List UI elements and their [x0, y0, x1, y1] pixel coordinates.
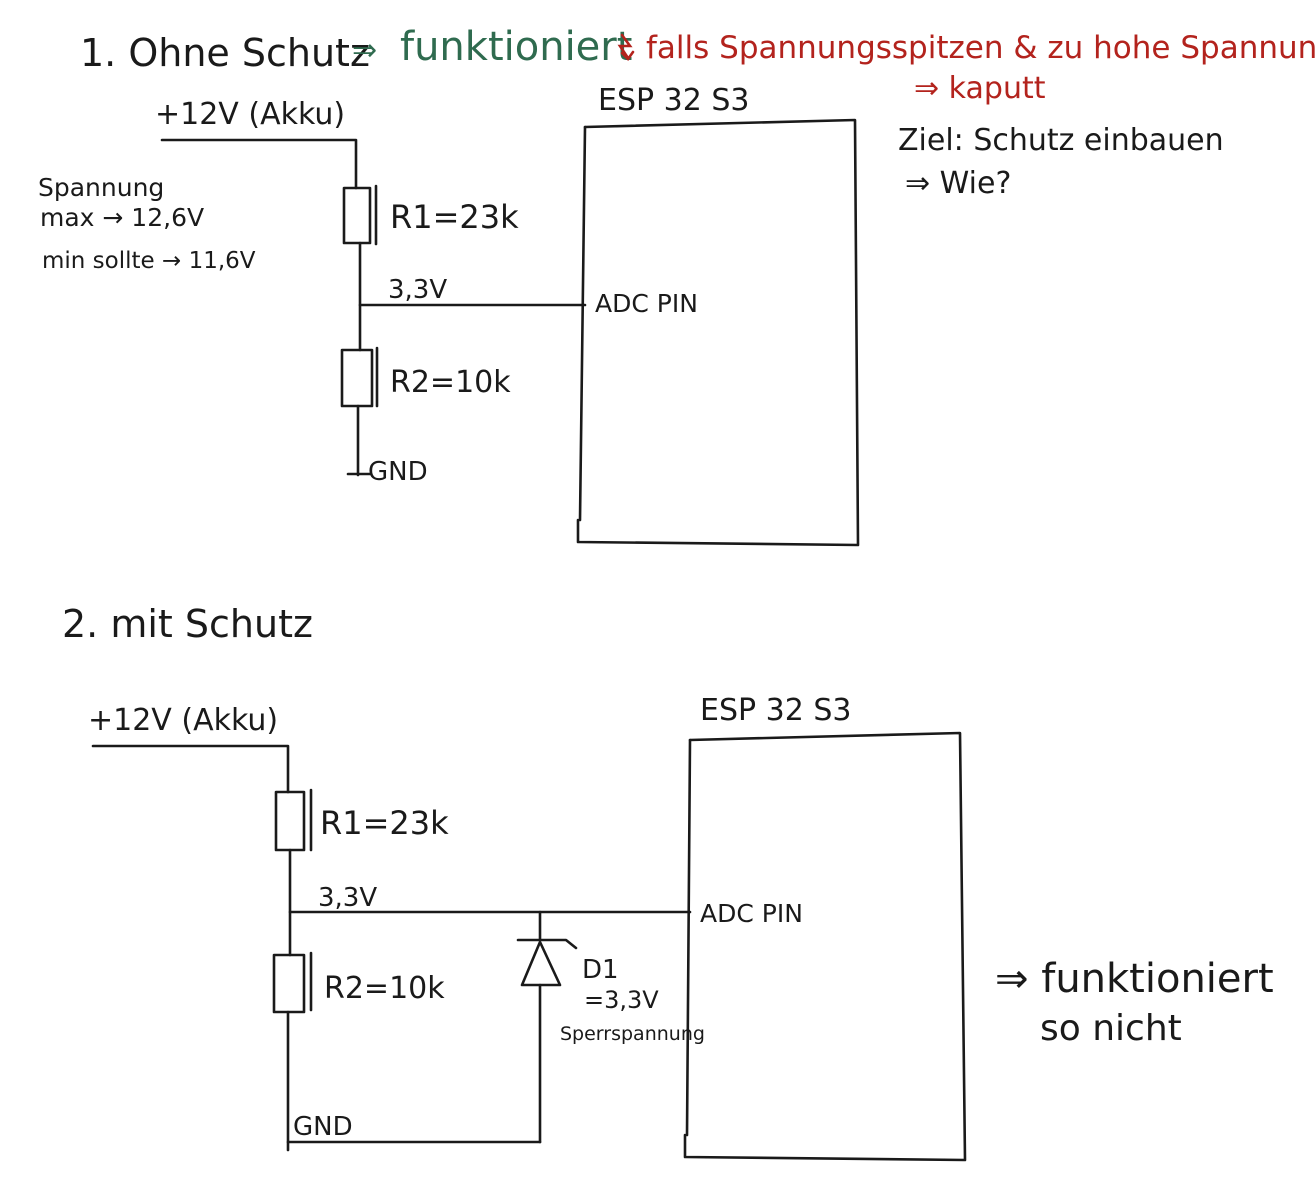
- lightning-icon: [617, 33, 635, 62]
- section2-r1-resistor: [274, 788, 313, 852]
- section1-wiring: [160, 138, 587, 477]
- section1-voltage-notes: Spannung max → 12,6V min sollte → 11,6V: [38, 173, 256, 274]
- notes-line2: max → 12,6V: [40, 203, 204, 232]
- section1-mcu-box: [576, 118, 860, 547]
- section2-node-voltage: 3,3V: [318, 883, 377, 913]
- section1-supply-label: +12V (Akku): [155, 97, 345, 132]
- section1-adc-pin-label: ADC PIN: [595, 289, 698, 318]
- section1-r1-resistor: [342, 184, 378, 246]
- section1-r1-label: R1=23k: [390, 198, 519, 236]
- diode-note: Sperrspannung: [560, 1023, 705, 1045]
- section2-r1-label: R1=23k: [320, 804, 449, 842]
- section2-wiring: [91, 744, 692, 1152]
- section1-node-voltage: 3,3V: [388, 275, 447, 305]
- verdict-line2: so nicht: [1040, 1008, 1182, 1049]
- section1-how: ⇒ Wie?: [905, 166, 1011, 201]
- section1-mcu-label: ESP 32 S3: [598, 83, 749, 118]
- zener-diode-icon: [516, 938, 578, 987]
- notes-line3: min sollte → 11,6V: [42, 248, 256, 274]
- section2-r2-label: R2=10k: [324, 971, 445, 1006]
- section1-broken: ⇒ kaputt: [914, 71, 1046, 106]
- verdict-line1: ⇒ funktioniert: [995, 956, 1274, 1002]
- section2-r2-resistor: [272, 951, 313, 1014]
- diode-value: =3,3V: [584, 986, 659, 1014]
- section1-works-label: funktioniert: [400, 24, 632, 70]
- section1-r2-resistor: [340, 346, 379, 408]
- section2-supply-label: +12V (Akku): [88, 703, 278, 738]
- section2-adc-pin-label: ADC PIN: [700, 899, 803, 928]
- section1-goal: Ziel: Schutz einbauen: [898, 123, 1224, 158]
- section2-mcu-box: [683, 731, 967, 1162]
- section1-r2-label: R2=10k: [390, 365, 511, 400]
- section1-heading: 1. Ohne Schutz: [80, 31, 370, 75]
- section1-warning: falls Spannungsspitzen & zu hohe Spannun…: [646, 30, 1315, 66]
- section2-mcu-label: ESP 32 S3: [700, 693, 851, 728]
- diode-label: D1: [582, 955, 619, 985]
- section1-gnd-label: GND: [368, 457, 428, 487]
- section2-heading: 2. mit Schutz: [62, 602, 313, 646]
- notes-line1: Spannung: [38, 173, 164, 202]
- section1-arrow: ⇒: [352, 33, 377, 68]
- section2-gnd-label: GND: [293, 1112, 353, 1142]
